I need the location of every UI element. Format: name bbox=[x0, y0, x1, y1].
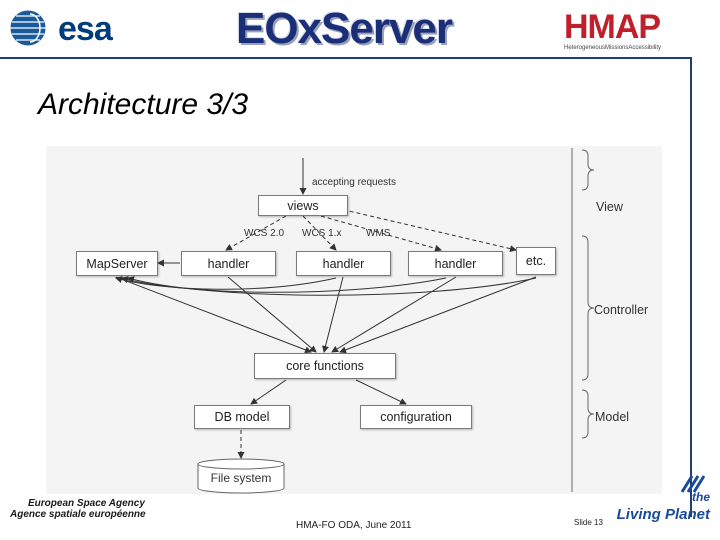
accepting-requests-label: accepting requests bbox=[312, 177, 396, 188]
agency-name-fr: Agence spatiale européenne bbox=[10, 509, 146, 520]
db-model-node: DB model bbox=[194, 405, 290, 429]
model-layer-label: Model bbox=[595, 410, 630, 424]
side-divider bbox=[690, 57, 692, 517]
agency-name-en: European Space Agency bbox=[28, 498, 145, 509]
wms-label: WMS bbox=[366, 228, 391, 239]
handler1-core-arrow bbox=[227, 276, 317, 353]
living-planet-the: the bbox=[692, 490, 710, 504]
eoxserver-logo: EOxServer bbox=[208, 4, 480, 54]
agency-footer: European Space Agency Agence spatiale eu… bbox=[6, 498, 156, 520]
controller-brace bbox=[581, 235, 595, 381]
handler3-core-arrow bbox=[331, 276, 457, 353]
view-layer-label: View bbox=[596, 200, 623, 214]
handler-node: handler bbox=[296, 251, 391, 276]
handler-node: handler bbox=[408, 251, 503, 276]
hma-logo: HMAP HeterogeneousMissionsAccessibility bbox=[558, 8, 688, 52]
core-functions-node: core functions bbox=[254, 353, 396, 379]
view-brace bbox=[581, 149, 595, 191]
file-system-cylinder bbox=[197, 458, 285, 494]
views-handler2-arrow bbox=[302, 215, 337, 251]
hma-logo-text: HMAP bbox=[564, 8, 661, 46]
wcs20-label: WCS 2.0 bbox=[244, 228, 285, 239]
core-configuration-arrow bbox=[355, 379, 407, 405]
mapserver-core-arrow bbox=[115, 276, 312, 354]
architecture-diagram: accepting requests views WCS 2.0 WCS 1.x… bbox=[46, 146, 662, 494]
mapserver-node: MapServer bbox=[76, 251, 158, 276]
wcs1x-label: WCS 1.x bbox=[302, 228, 342, 239]
living-planet-logo: the Living Planet bbox=[617, 470, 716, 530]
slide-number: Slide 13 bbox=[574, 518, 603, 527]
slide-title: Architecture 3/3 bbox=[38, 88, 249, 121]
living-planet-icon bbox=[680, 475, 706, 493]
handler-node: handler bbox=[181, 251, 276, 276]
handler2-mapserver-curve bbox=[115, 276, 337, 290]
file-system-label: File system bbox=[210, 471, 272, 485]
model-brace bbox=[581, 389, 595, 439]
header-divider bbox=[0, 57, 692, 59]
footer-event: HMA-FO ODA, June 2011 bbox=[296, 520, 412, 531]
hma-logo-subtitle: HeterogeneousMissionsAccessibility bbox=[564, 45, 662, 51]
configuration-node: configuration bbox=[360, 405, 472, 429]
handler2-core-arrow bbox=[322, 276, 344, 353]
core-dbmodel-arrow bbox=[250, 379, 287, 405]
etc-mapserver-curve bbox=[127, 276, 537, 296]
esa-logo-text: esa bbox=[58, 10, 113, 48]
controller-layer-label: Controller bbox=[594, 303, 649, 317]
diagram-connectors bbox=[115, 148, 595, 494]
handler3-mapserver-curve bbox=[121, 276, 447, 293]
etc-core-arrow bbox=[339, 276, 537, 354]
etc-node: etc. bbox=[516, 247, 556, 275]
views-node: views bbox=[258, 195, 348, 216]
eoxserver-logo-text: EOxServer bbox=[235, 4, 453, 53]
esa-logo: esa bbox=[6, 6, 136, 50]
views-etc-arrow bbox=[335, 207, 517, 253]
living-planet-text: Living Planet bbox=[616, 506, 710, 523]
views-handler1-arrow bbox=[225, 215, 287, 251]
esa-globe-icon bbox=[9, 9, 47, 47]
